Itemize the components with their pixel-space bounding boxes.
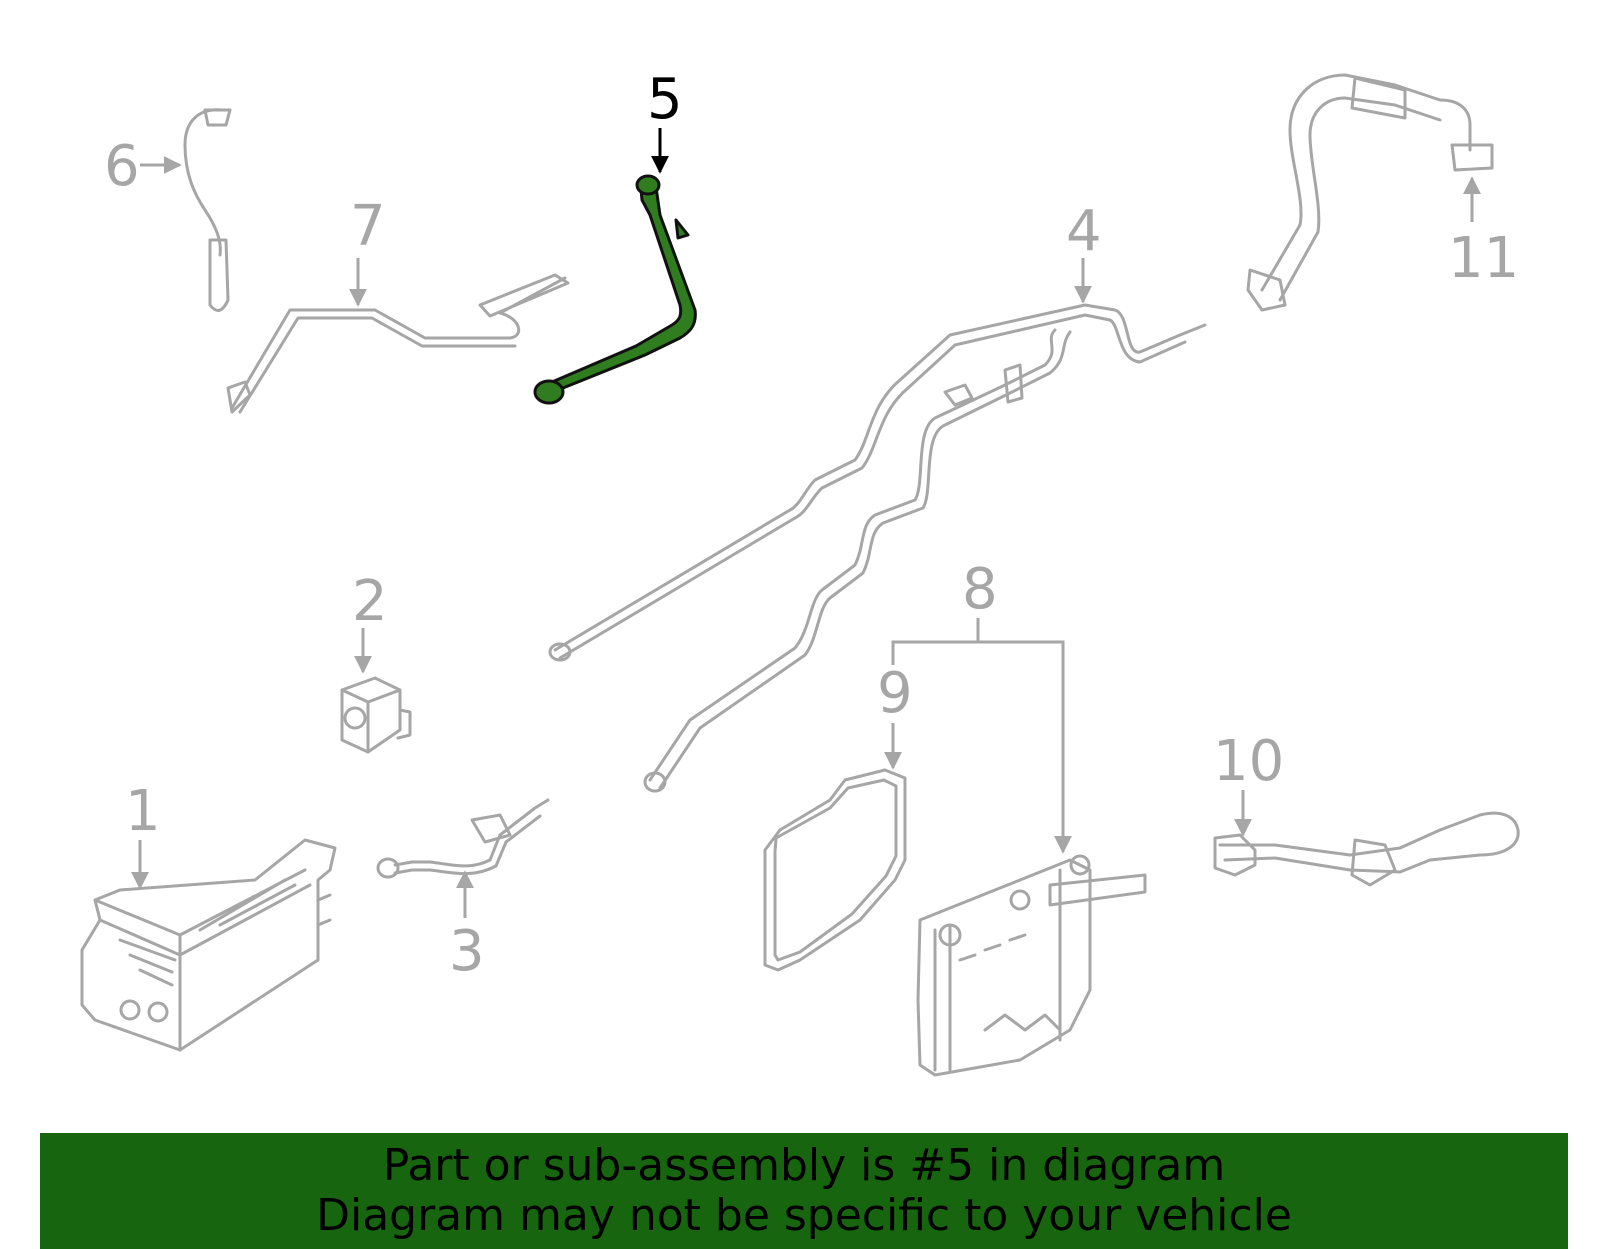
- part-3-tube: [376, 798, 550, 879]
- part-4-tubes: [548, 303, 1207, 793]
- leader-lines: [131, 128, 1481, 918]
- part-5-hose: [533, 174, 697, 405]
- part-8-module: [916, 854, 1147, 1077]
- banner-line-1: Part or sub-assembly is #5 in diagram: [382, 1140, 1226, 1191]
- label-1: 1: [125, 779, 161, 844]
- part-6-sensor: [183, 108, 232, 312]
- label-11: 11: [1448, 226, 1519, 291]
- info-banner: Part or sub-assembly is #5 in diagram Di…: [40, 1133, 1568, 1249]
- part-2-valve: [340, 676, 412, 754]
- label-2: 2: [352, 569, 388, 634]
- label-5: 5: [647, 67, 683, 132]
- part-11-hose: [1246, 73, 1494, 312]
- arrow-8-bracket: [891, 640, 1072, 854]
- label-6: 6: [104, 134, 140, 199]
- label-3: 3: [449, 919, 485, 984]
- label-8: 8: [962, 557, 998, 622]
- part-9-gasket: [763, 768, 907, 972]
- label-9: 9: [877, 661, 913, 726]
- part-10-hose: [1213, 811, 1520, 887]
- part-1-canister: [80, 838, 337, 1052]
- part-7-tube: [226, 273, 570, 414]
- label-10: 10: [1213, 729, 1284, 794]
- label-4: 4: [1066, 199, 1102, 264]
- banner-line-2: Diagram may not be specific to your vehi…: [316, 1190, 1292, 1241]
- label-7: 7: [350, 194, 386, 259]
- callout-labels: 6 7 5 4 11 2 1 3 8 9 10: [104, 67, 1519, 984]
